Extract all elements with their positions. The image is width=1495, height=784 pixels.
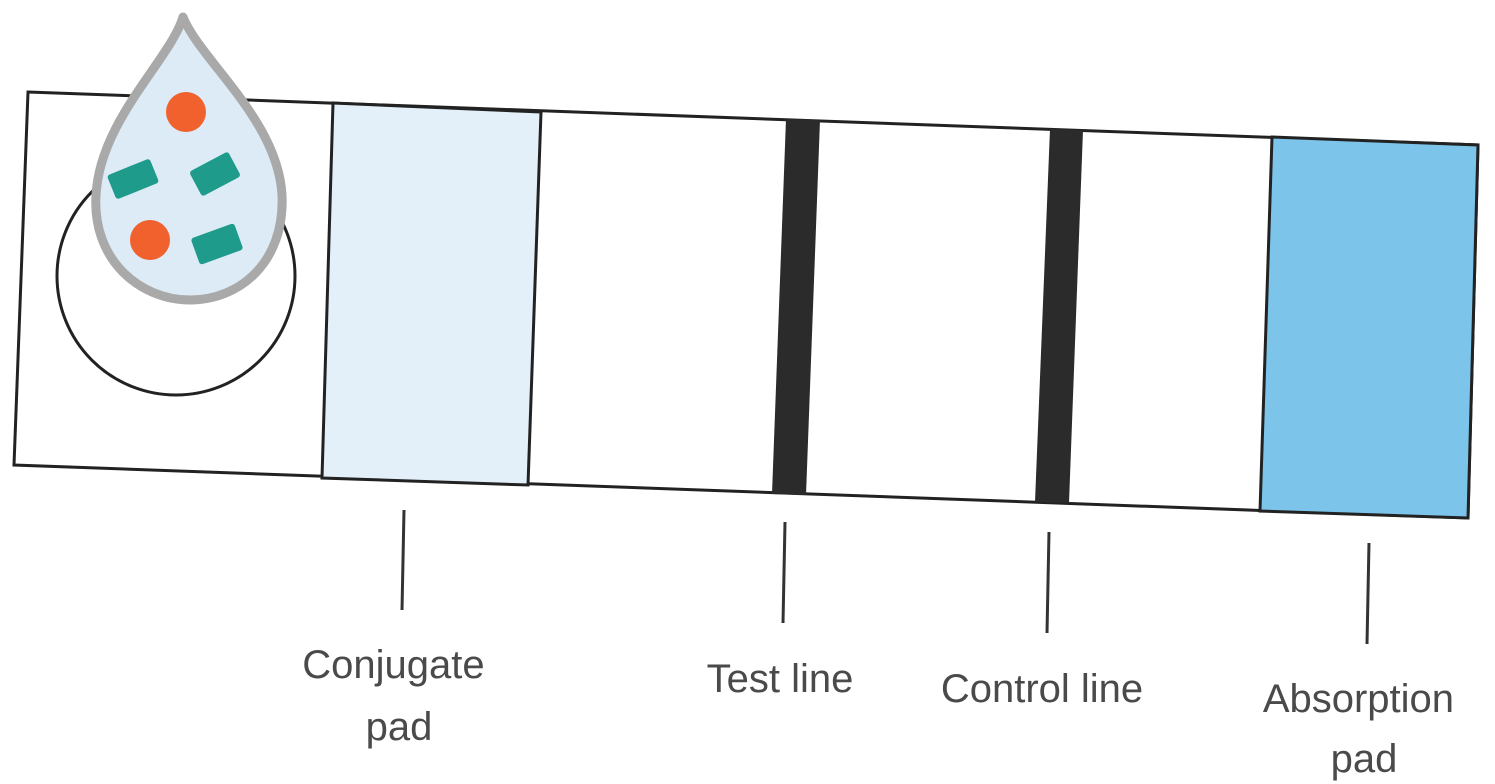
antigen-particle-icon bbox=[130, 220, 170, 260]
absorption-pad-label-line2: pad bbox=[1331, 737, 1398, 781]
antibody-particle-icon bbox=[107, 159, 159, 199]
absorption-pad-label-line1: Absorption bbox=[1263, 677, 1454, 721]
absorption-pad-pointer bbox=[1365, 542, 1371, 645]
sample-drop-icon bbox=[91, 12, 287, 305]
absorption-pad bbox=[1258, 135, 1480, 520]
control-line-pointer bbox=[1045, 531, 1051, 634]
control-line bbox=[1035, 129, 1083, 503]
test-line-label: Test line bbox=[707, 657, 854, 701]
conjugate-pad bbox=[320, 101, 543, 487]
conjugate-pad-label: Conjugate pad bbox=[302, 643, 496, 749]
conjugate-pad-label-line1: Conjugate bbox=[302, 643, 484, 687]
conjugate-pad-pointer bbox=[400, 509, 406, 611]
conjugate-pad-label-line2: pad bbox=[366, 705, 433, 749]
test-line-pointer bbox=[781, 521, 787, 624]
antibody-particle-icon bbox=[191, 223, 243, 265]
control-line-label: Control line bbox=[941, 667, 1143, 711]
absorption-pad-label: Absorption pad bbox=[1263, 677, 1465, 781]
antigen-particle-icon bbox=[166, 92, 206, 132]
test-line bbox=[772, 119, 820, 495]
antibody-particle-icon bbox=[190, 152, 240, 196]
